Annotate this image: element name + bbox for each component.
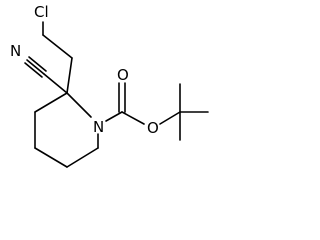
bond-ca-cb: [42, 34, 73, 59]
carbonyl-oxygen-label: O: [117, 66, 129, 84]
bond-n1-ccarbonyl: [105, 111, 123, 122]
bond-n1-c2: [66, 92, 92, 118]
chloroethyl-group: [42, 21, 73, 94]
chlorine-atom-label: Cl: [34, 3, 49, 21]
bond-c5-c6: [66, 147, 99, 168]
boc-group: [105, 82, 209, 141]
bond-oester-cquat: [159, 111, 181, 125]
triple-bond-line-1: [26, 59, 45, 75]
nitrile-nitrogen-label: N: [10, 42, 21, 60]
bond-c2-ca: [66, 57, 73, 94]
triple-bond-line-3: [24, 62, 43, 78]
piperidine-ring: [34, 92, 99, 168]
bond-ccarbonyl-oester: [121, 111, 145, 125]
triple-bond-line-2: [28, 56, 47, 72]
nitrile-group: [24, 56, 68, 94]
bond-c2-c3: [34, 92, 68, 113]
chemical-structure-diagram: Cl N N O O: [10, 3, 209, 168]
ring-nitrogen-label: N: [93, 118, 104, 136]
ester-oxygen-label: O: [147, 119, 159, 137]
bond-c4-c5: [34, 147, 68, 168]
bond-c2-cn: [43, 73, 68, 94]
